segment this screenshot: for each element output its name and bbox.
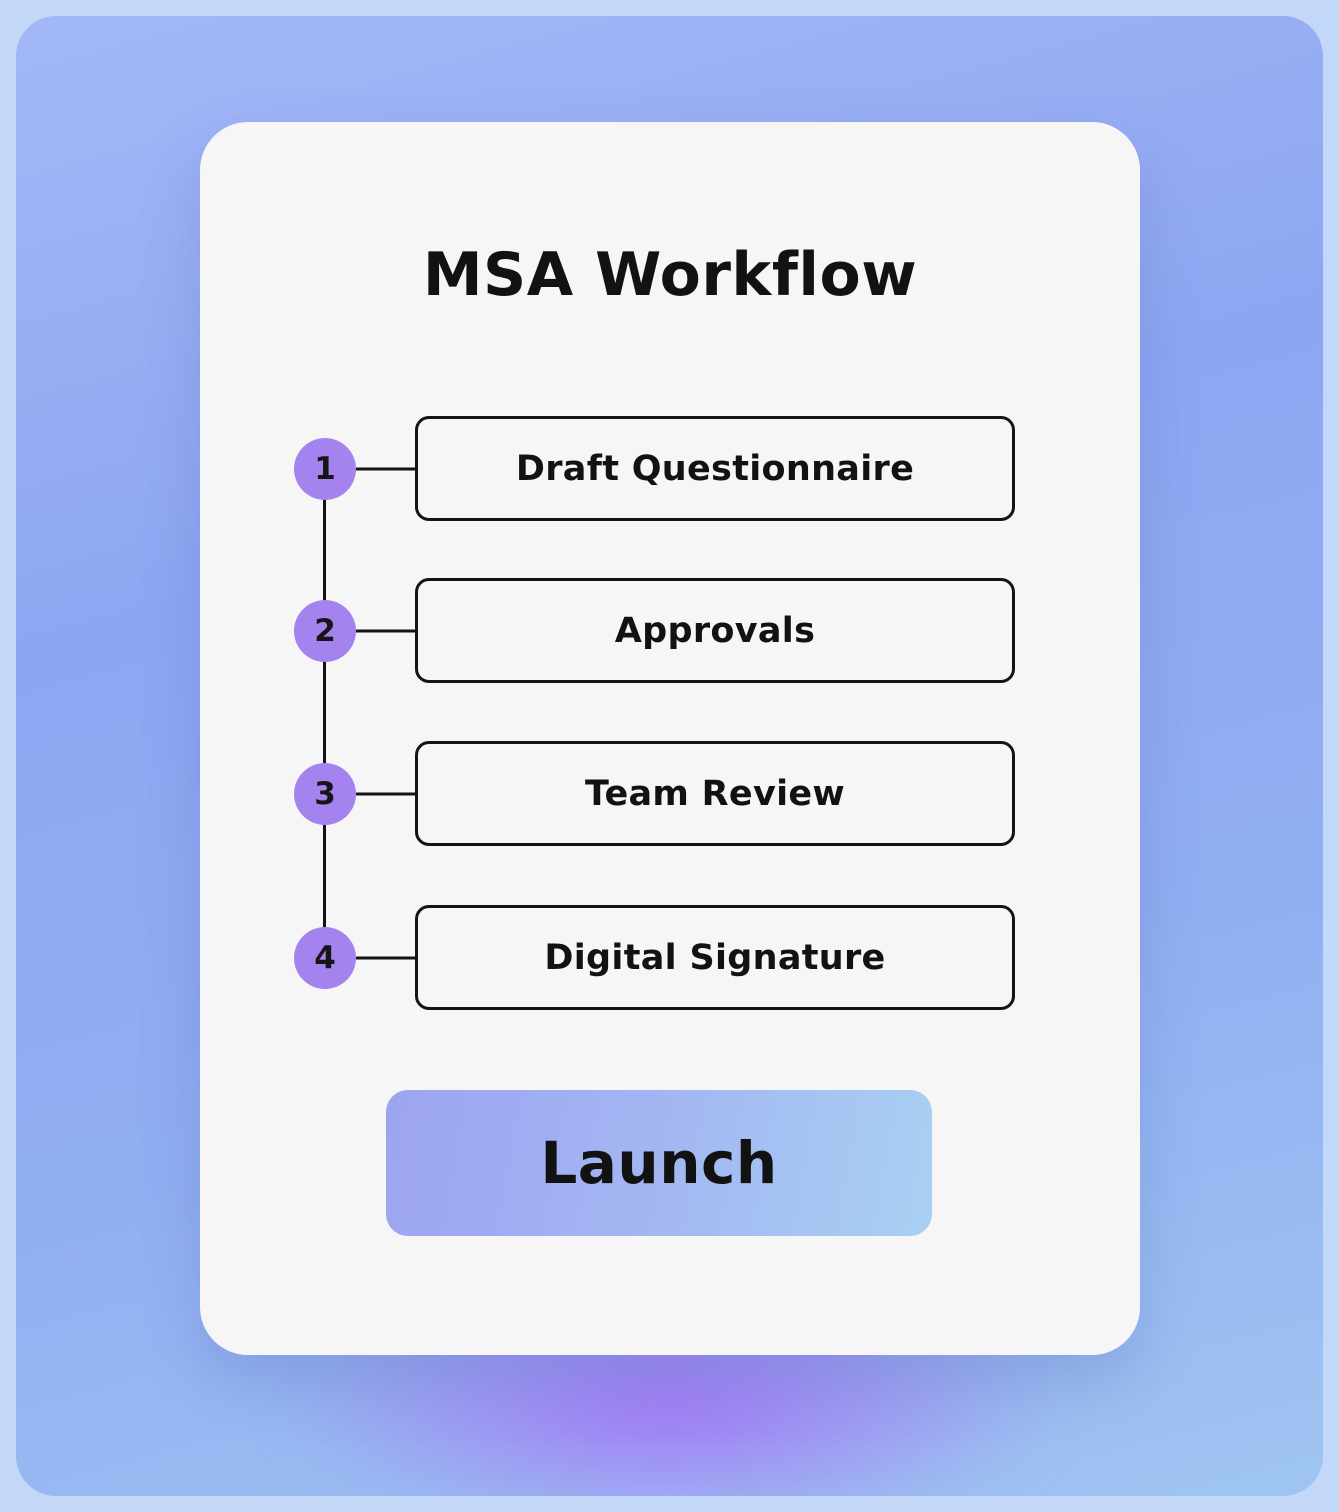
horizontal-connector-line (356, 467, 416, 470)
workflow-card: MSA Workflow 1 Draft Questionnaire 2 App… (200, 122, 1140, 1355)
step-label: Digital Signature (544, 937, 886, 978)
step-label: Approvals (614, 610, 816, 651)
step-number-badge: 4 (294, 926, 356, 989)
step-box: Team Review (415, 741, 1015, 846)
step-number-badge: 1 (294, 437, 356, 500)
workflow-step-1: 1 Draft Questionnaire (200, 416, 1140, 521)
step-box: Draft Questionnaire (415, 416, 1015, 521)
horizontal-connector-line (356, 792, 416, 795)
step-label: Draft Questionnaire (515, 448, 915, 489)
vertical-connector-line (323, 468, 326, 957)
workflow-step-4: 4 Digital Signature (200, 905, 1140, 1010)
step-number-badge: 3 (294, 762, 356, 825)
step-label: Team Review (584, 773, 846, 814)
workflow-step-3: 3 Team Review (200, 741, 1140, 846)
background-frame: MSA Workflow 1 Draft Questionnaire 2 App… (16, 16, 1323, 1496)
launch-button[interactable]: Launch (386, 1090, 932, 1236)
workflow-step-2: 2 Approvals (200, 578, 1140, 683)
horizontal-connector-line (356, 956, 416, 959)
workflow-steps: 1 Draft Questionnaire 2 Approvals 3 Team… (200, 122, 1140, 1355)
page-title: MSA Workflow (422, 240, 918, 310)
horizontal-connector-line (356, 629, 416, 632)
step-box: Digital Signature (415, 905, 1015, 1010)
step-box: Approvals (415, 578, 1015, 683)
step-number-badge: 2 (294, 599, 356, 662)
